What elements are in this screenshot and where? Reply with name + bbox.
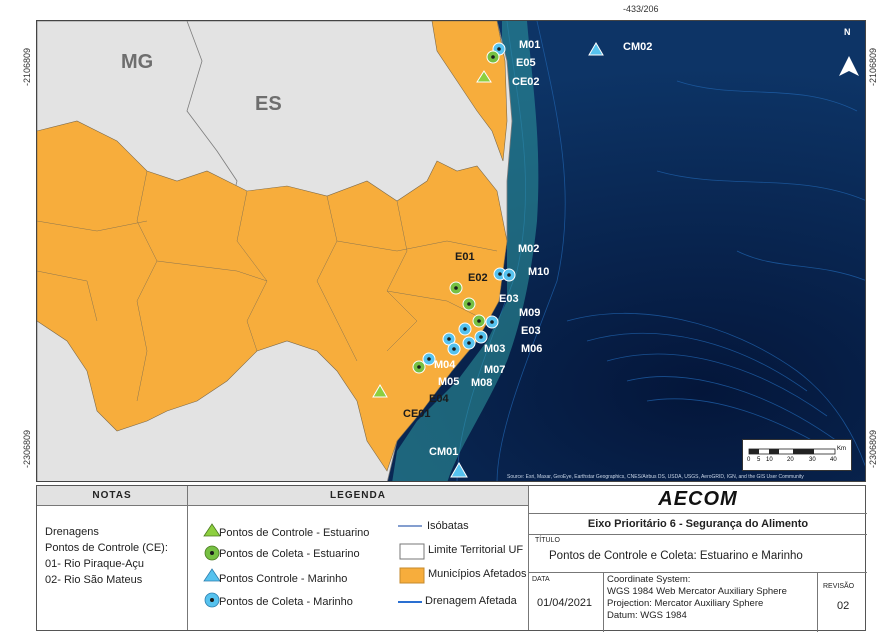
revisao-value: 02 bbox=[837, 600, 850, 612]
legenda-header: LEGENDA bbox=[188, 486, 528, 506]
point-label-m07: M07 bbox=[484, 364, 506, 376]
data-label: DATA bbox=[532, 576, 550, 583]
controle-marinho-icon bbox=[203, 568, 221, 582]
point-label-e05: E05 bbox=[516, 57, 536, 69]
legend-symbols bbox=[203, 523, 425, 608]
revisao-label: REVISÃO bbox=[823, 583, 855, 590]
scale-tick: 20 bbox=[787, 457, 794, 463]
point-label-m02: M02 bbox=[518, 243, 540, 255]
point-label-m04: M04 bbox=[434, 359, 456, 371]
state-label-mg: MG bbox=[121, 51, 154, 73]
right-bottom-coordinate: -2306809 bbox=[868, 430, 878, 469]
point-label-m09: M09 bbox=[519, 307, 541, 319]
controle-estuarino-icon bbox=[203, 523, 221, 537]
north-label: N bbox=[844, 27, 851, 37]
legend-label: Pontos de Controle - Estuarino bbox=[219, 527, 370, 539]
municipios-swatch bbox=[399, 567, 425, 584]
coord-system-line: WGS 1984 Web Mercator Auxiliary Sphere bbox=[607, 586, 787, 597]
legend-label: Limite Territorial UF bbox=[428, 544, 524, 556]
top-coordinate: -433/206 bbox=[623, 4, 659, 14]
legend-label: Pontos de Coleta - Marinho bbox=[219, 596, 353, 608]
notas-header: NOTAS bbox=[37, 486, 187, 506]
map-info-panel: NOTAS Drenagens Pontos de Controle (CE):… bbox=[36, 485, 867, 632]
point-label-m10: M10 bbox=[528, 266, 550, 278]
notas-line: 02- Rio São Mateus bbox=[45, 574, 143, 586]
point-label-e03-lower: E03 bbox=[521, 325, 541, 337]
point-label-ce01: CE01 bbox=[403, 408, 431, 420]
map-canvas bbox=[37, 21, 865, 481]
map-date: 01/04/2021 bbox=[537, 597, 593, 609]
scale-bar: 0 5 10 20 30 40 Km bbox=[742, 439, 852, 471]
point-label-cm01: CM01 bbox=[429, 446, 459, 458]
notas-line: Pontos de Controle (CE): bbox=[45, 542, 168, 554]
point-label-m06: M06 bbox=[521, 343, 543, 355]
scale-tick: 0 bbox=[747, 457, 751, 463]
map-title: Pontos de Controle e Coleta: Estuarino e… bbox=[549, 550, 803, 562]
continental-shelf bbox=[392, 21, 539, 481]
map-frame[interactable]: MG ES N bbox=[36, 20, 866, 482]
scale-tick: 5 bbox=[757, 457, 761, 463]
legend-label: Municípios Afetados bbox=[428, 568, 527, 580]
point-label-e04: E04 bbox=[429, 393, 449, 405]
point-label-e02: E02 bbox=[468, 272, 488, 284]
point-label-e03-upper: E03 bbox=[499, 293, 519, 305]
point-label-m01: M01 bbox=[519, 39, 541, 51]
map-attribution: Source: Esri, Maxar, GeoEye, Earthstar G… bbox=[507, 474, 804, 480]
legend-label: Pontos Controle - Marinho bbox=[219, 573, 348, 585]
municipality-lines bbox=[37, 170, 498, 402]
scale-tick: 10 bbox=[766, 457, 773, 463]
scale-tick: 40 bbox=[830, 457, 837, 463]
scale-tick: 30 bbox=[809, 457, 816, 463]
legend-label: Pontos de Coleta - Estuarino bbox=[219, 548, 360, 560]
point-label-m08: M08 bbox=[471, 377, 493, 389]
notas-line: 01- Rio Piraque-Açu bbox=[45, 558, 145, 570]
right-top-coordinate: -2106809 bbox=[868, 48, 878, 87]
scale-unit: Km bbox=[837, 446, 846, 452]
coord-system-line: Coordinate System: bbox=[607, 574, 691, 585]
legend-label: Drenagem Afetada bbox=[425, 595, 517, 607]
point-label-m03: M03 bbox=[484, 343, 506, 355]
left-bottom-coordinate: -2306809 bbox=[22, 430, 32, 469]
point-label-e01: E01 bbox=[455, 251, 475, 263]
point-label-cm02: CM02 bbox=[623, 41, 653, 53]
limite-uf-swatch bbox=[399, 543, 425, 560]
point-label-ce02: CE02 bbox=[512, 76, 540, 88]
notas-line: Drenagens bbox=[45, 526, 99, 538]
point-label-m05: M05 bbox=[438, 376, 460, 388]
titulo-label: TÍTULO bbox=[535, 537, 560, 544]
eixo-title: Eixo Prioritário 6 - Segurança do Alimen… bbox=[529, 514, 867, 535]
north-arrow-icon bbox=[839, 56, 859, 76]
state-label-es: ES bbox=[255, 93, 282, 115]
left-top-coordinate: -2106809 bbox=[22, 48, 32, 87]
coord-system-line: Projection: Mercator Auxiliary Sphere bbox=[607, 598, 764, 609]
legend-label: Isóbatas bbox=[427, 520, 469, 532]
aecom-logo: AECOM bbox=[658, 488, 738, 510]
coord-system-line: Datum: WGS 1984 bbox=[607, 610, 687, 621]
